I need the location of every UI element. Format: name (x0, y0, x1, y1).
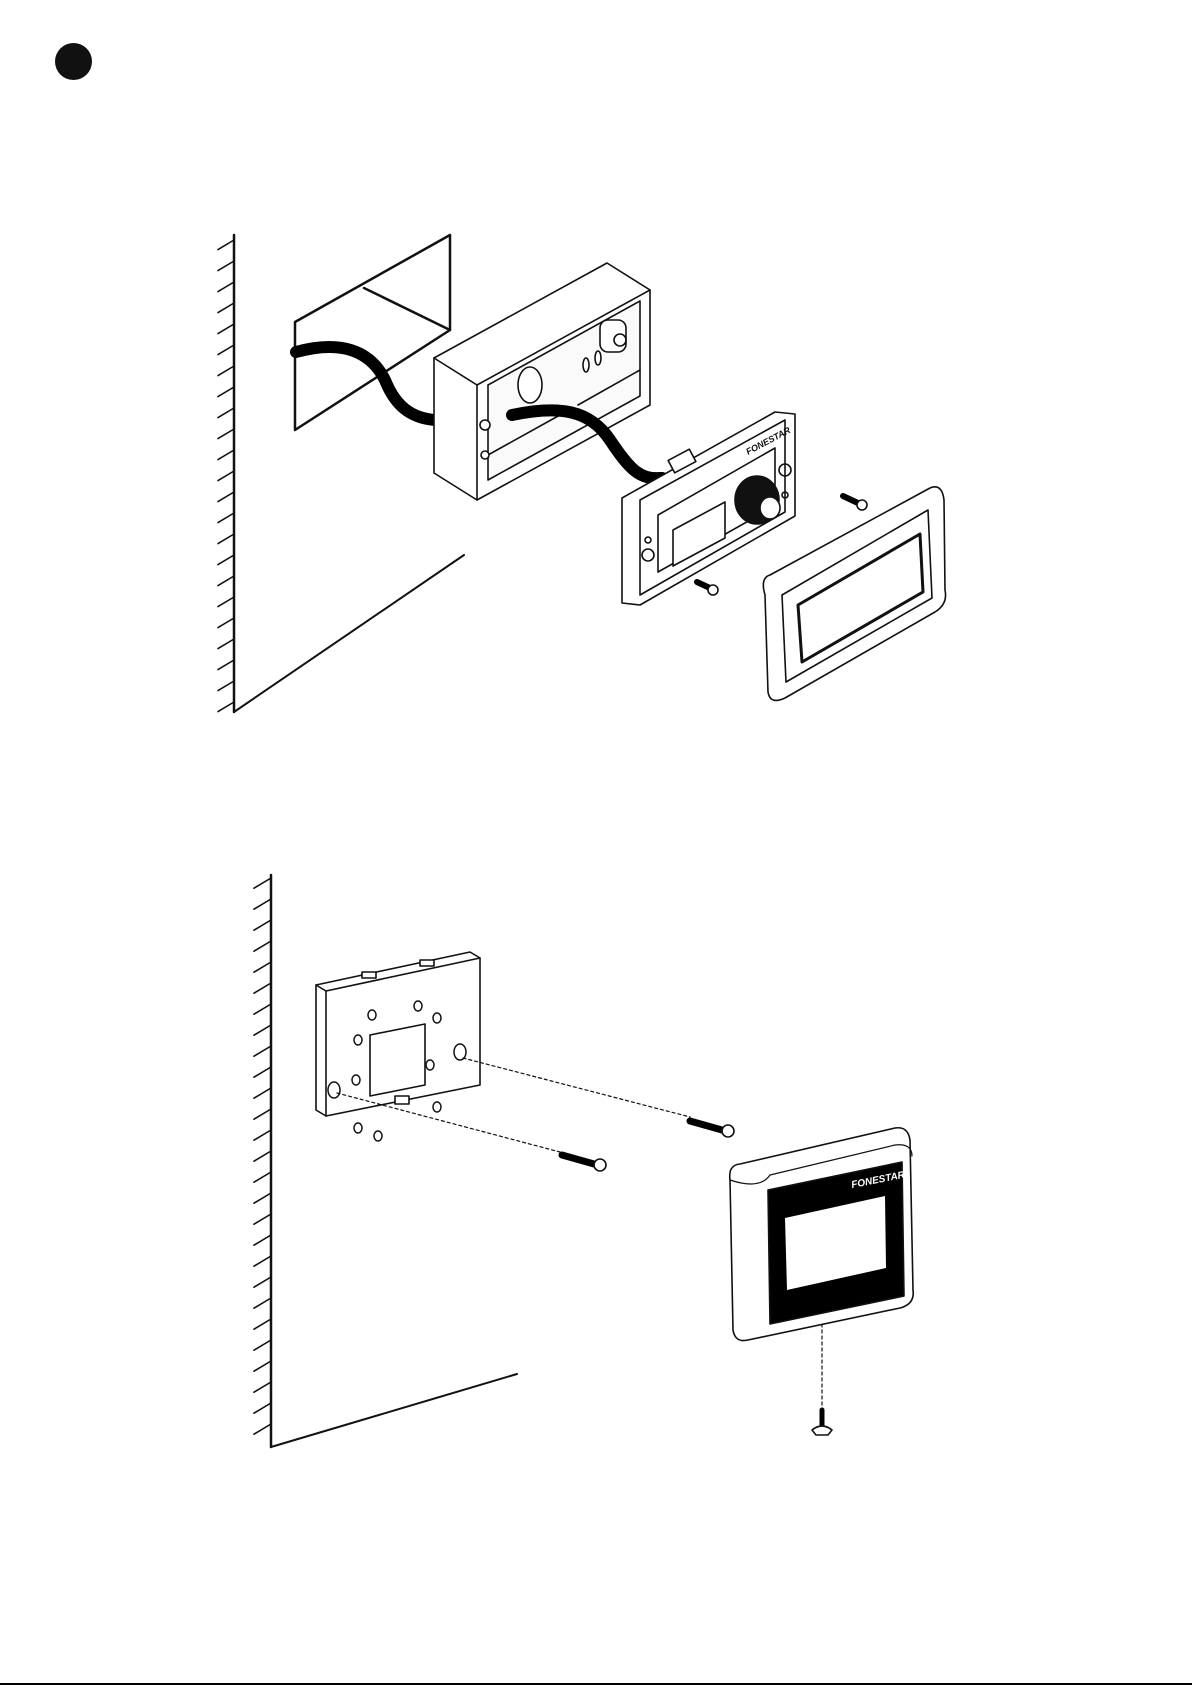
wall-hatch-mark (218, 282, 234, 292)
wall-hatch-mark (254, 920, 271, 930)
wall-hatch-mark (254, 983, 271, 993)
wall-hatch-mark (218, 429, 234, 439)
wall-hatch-mark (218, 387, 234, 397)
wall-hatch-mark (254, 1172, 271, 1182)
wall-hatch-mark (218, 534, 234, 544)
wall-hatch-mark (218, 345, 234, 355)
wall-hatch-mark (218, 471, 234, 481)
wall-hatch-mark (218, 576, 234, 586)
wall-hatch-mark (254, 878, 271, 888)
screw-icon (843, 496, 867, 510)
mounting-hole (328, 1082, 340, 1098)
flush-mount-diagram: FONESTAR (0, 200, 1192, 800)
wall-hatch-mark (218, 555, 234, 565)
wall-hatch-mark (218, 408, 234, 418)
screw-icon (812, 1410, 832, 1435)
wall-hatch-mark (254, 1403, 271, 1413)
surface-mount-diagram: FONESTAR (0, 860, 1192, 1470)
wall-hatch-mark (254, 899, 271, 909)
wall-hatch-mark (254, 1214, 271, 1224)
wall-opening (295, 235, 450, 430)
wall-hatch-mark (218, 513, 234, 523)
mounting-hole (454, 1044, 466, 1060)
wall-hatch-mark (218, 660, 234, 670)
wall-hatch-mark (254, 1067, 271, 1077)
screw-icon (562, 1155, 606, 1171)
wall-hatch-mark (218, 366, 234, 376)
screw-icon (690, 1121, 734, 1137)
mounting-hole (426, 1060, 434, 1070)
mounting-hole (354, 1035, 362, 1045)
wall (218, 235, 464, 712)
volume-knob (735, 476, 780, 524)
wall-hatch-mark (254, 962, 271, 972)
mounting-hole (368, 1010, 376, 1020)
step-bullet (55, 43, 92, 80)
wall-hatch-mark (218, 681, 234, 691)
wall-hatch-mark (254, 1277, 271, 1287)
wall-hatch-mark (218, 702, 234, 712)
mounting-hole (433, 1102, 441, 1112)
wall-hatch-mark (254, 1130, 271, 1140)
wall-hatch-mark (254, 1004, 271, 1014)
wall-hatch-mark (254, 1193, 271, 1203)
mounting-plate (316, 952, 480, 1141)
wall-hatch-mark (254, 1298, 271, 1308)
wall-hatch-mark (254, 1256, 271, 1266)
wall-hatch-mark (254, 1109, 271, 1119)
wall-hatch-mark (218, 324, 234, 334)
mounting-hole (414, 1001, 422, 1011)
wall-hatch-mark (218, 597, 234, 607)
wall-hatch-mark (254, 1319, 271, 1329)
screw-icon (697, 582, 718, 595)
wall-hatch-mark (218, 492, 234, 502)
wall-hatch-mark (218, 240, 234, 250)
wall-hatch-mark (254, 1235, 271, 1245)
mounting-hole (354, 1123, 362, 1133)
wall-hatch-mark (254, 1361, 271, 1371)
wall-hatch-mark (254, 1340, 271, 1350)
wall-hatch-mark (254, 1382, 271, 1392)
back-box (434, 263, 650, 500)
wall-hatch-mark (218, 618, 234, 628)
wall-hatch-mark (254, 1424, 271, 1434)
mounting-hole (433, 1013, 441, 1023)
touch-panel: FONESTAR (730, 1128, 914, 1341)
wall-hatch-mark (254, 1088, 271, 1098)
wall-hatch-mark (254, 1151, 271, 1161)
wall-hatch-mark (254, 1046, 271, 1056)
wall-hatch-mark (218, 303, 234, 313)
mounting-hole (374, 1131, 382, 1141)
wall-hatch-mark (254, 1025, 271, 1035)
wall-hatch-mark (218, 639, 234, 649)
wall-hatch-mark (218, 450, 234, 460)
mounting-hole (352, 1075, 360, 1085)
wall-hatch-mark (218, 261, 234, 271)
wall-hatch-mark (254, 941, 271, 951)
